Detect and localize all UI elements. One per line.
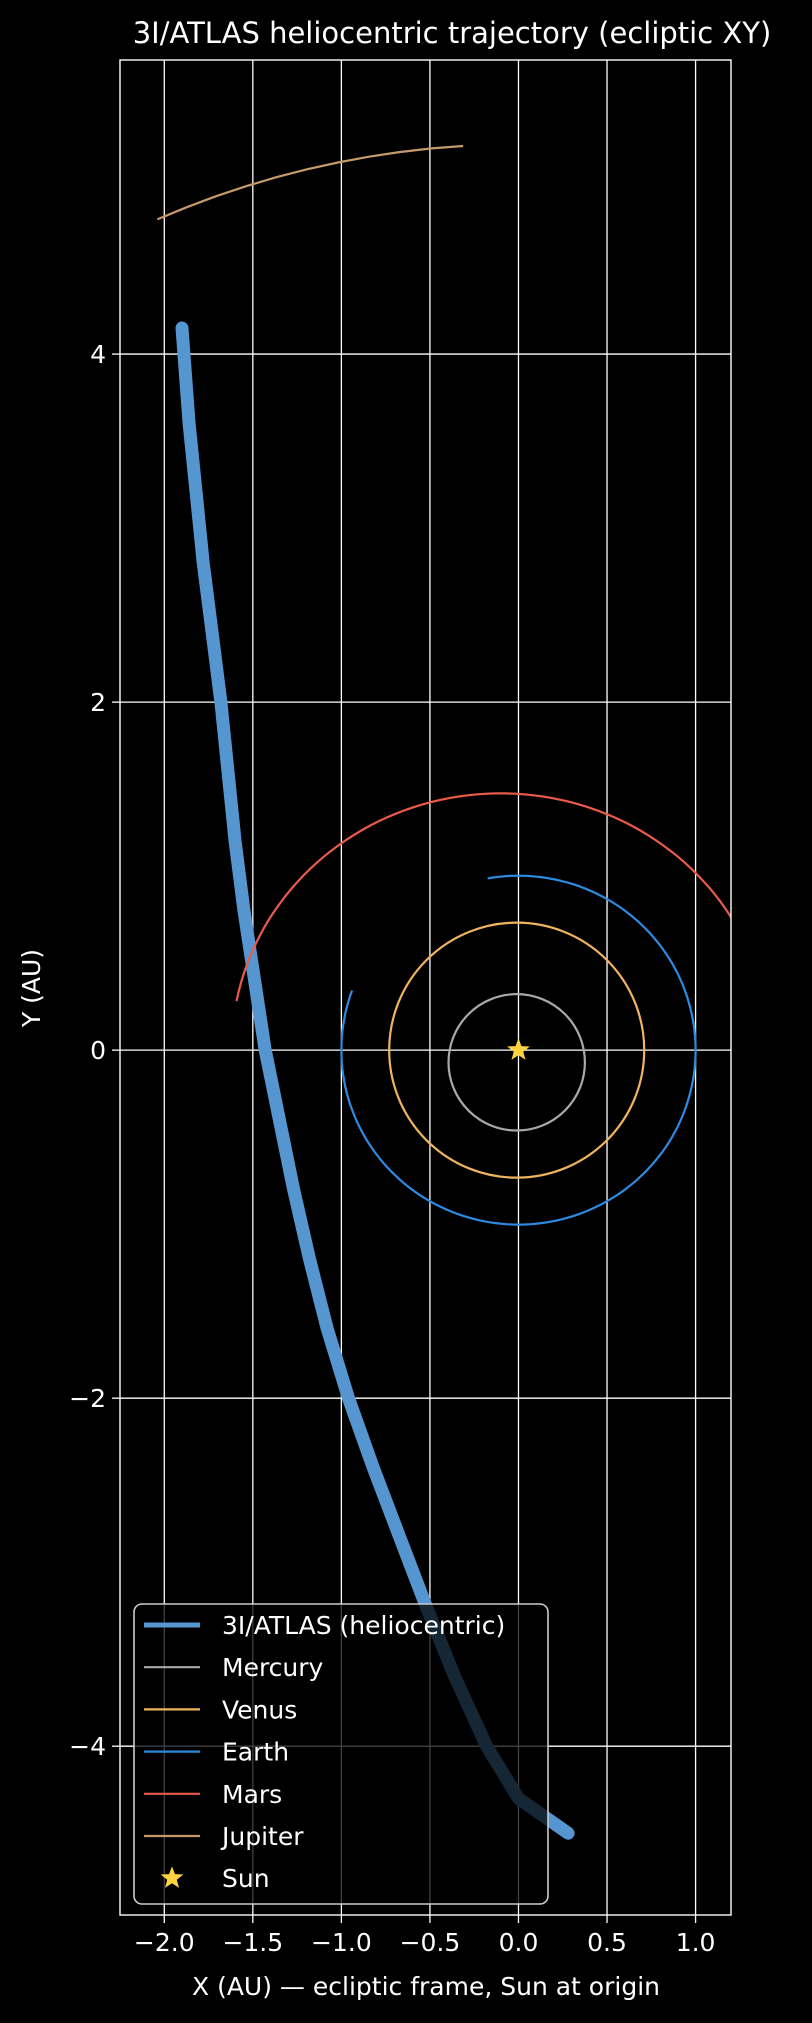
y-tick-label: 2 bbox=[90, 688, 106, 717]
x-axis-label: X (AU) — ecliptic frame, Sun at origin bbox=[192, 1972, 660, 2001]
y-tick-label: 0 bbox=[90, 1036, 106, 1065]
orbit-earth bbox=[340, 874, 697, 1226]
legend: 3I/ATLAS (heliocentric) MercuryVenusEarth… bbox=[133, 1603, 549, 1905]
legend-label-mercury: Mercury bbox=[222, 1653, 324, 1682]
legend-label-sun: Sun bbox=[222, 1864, 270, 1893]
x-tick-label: 0.5 bbox=[587, 1928, 627, 1957]
y-tick-label: 4 bbox=[90, 340, 106, 369]
y-axis-label: Y (AU) bbox=[17, 949, 46, 1028]
orbit-mars bbox=[235, 792, 731, 1002]
x-tick-label: −1.0 bbox=[311, 1928, 372, 1957]
x-tick-label: 0.0 bbox=[499, 1928, 539, 1957]
legend-label-venus: Venus bbox=[222, 1695, 297, 1724]
orbit-mercury bbox=[447, 992, 586, 1132]
orbit-jupiter bbox=[156, 144, 464, 221]
x-tick-label: 1.0 bbox=[676, 1928, 716, 1957]
y-tick-label: −2 bbox=[69, 1384, 106, 1413]
y-axis-ticks: −4 −2 0 2 4 bbox=[69, 340, 120, 1761]
legend-label-3i-atlas-heliocentric: 3I/ATLAS (heliocentric) bbox=[222, 1611, 505, 1640]
x-tick-label: −2.0 bbox=[134, 1928, 195, 1957]
legend-label-earth: Earth bbox=[222, 1738, 289, 1767]
sun-marker bbox=[507, 1038, 530, 1060]
axes-frame bbox=[119, 59, 732, 1916]
legend-handle-sun bbox=[160, 1866, 184, 1888]
legend-label-jupiter: Jupiter bbox=[220, 1822, 304, 1851]
legend-label-mars: Mars bbox=[222, 1780, 282, 1809]
x-tick-label: −1.5 bbox=[222, 1928, 283, 1957]
legend-frame bbox=[133, 1603, 549, 1905]
x-tick-label: −0.5 bbox=[400, 1928, 461, 1957]
x-axis-ticks: −2.0 −1.5 −1.0 −0.5 0.0 0.5 1.0 bbox=[134, 1915, 716, 1957]
orbit-venus bbox=[388, 921, 646, 1179]
chart-title: 3I/ATLAS heliocentric trajectory (eclipt… bbox=[133, 16, 772, 50]
y-tick-label: −4 bbox=[69, 1732, 106, 1761]
